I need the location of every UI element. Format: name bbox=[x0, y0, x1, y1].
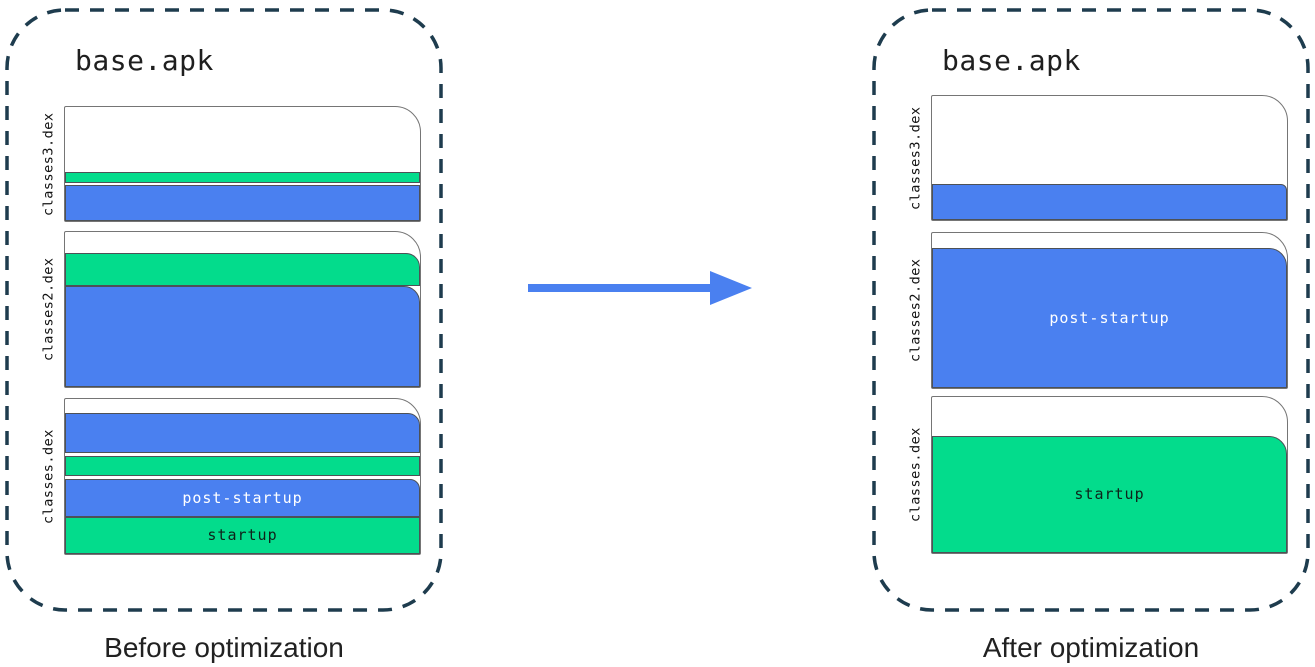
dex-page: post-startup bbox=[931, 232, 1288, 389]
after-caption: After optimization bbox=[982, 632, 1200, 663]
dashed-outline-icon bbox=[872, 8, 1310, 612]
blue-code-segment bbox=[932, 184, 1287, 220]
dex-file-classes2-dex: classes2.dex post-startup bbox=[900, 232, 1288, 389]
before-caption: Before optimization bbox=[104, 632, 344, 663]
green-code-segment: startup bbox=[65, 517, 420, 554]
blue-code-segment bbox=[65, 413, 420, 453]
green-code-segment bbox=[65, 172, 420, 183]
apk-title: base.apk bbox=[75, 44, 214, 77]
segment-label: startup bbox=[1074, 485, 1145, 503]
segment-label: startup bbox=[207, 526, 278, 544]
dex-file-classes2-dex: classes2.dex bbox=[33, 231, 421, 388]
dex-page bbox=[64, 231, 421, 388]
dashed-outline-icon bbox=[5, 8, 443, 612]
green-code-segment bbox=[65, 253, 420, 286]
segment-label: post-startup bbox=[182, 488, 303, 507]
dex-file-classes-dex: classes.dex startup bbox=[900, 396, 1288, 554]
after-panel: base.apk classes3.dex classes2.dex post-st… bbox=[872, 8, 1310, 612]
dex-file-classes-dex: classes.dex post-startup startup bbox=[33, 398, 421, 555]
apk-title: base.apk bbox=[942, 44, 1081, 77]
dex-file-name: classes.dex bbox=[40, 429, 57, 524]
dex-page bbox=[64, 106, 421, 222]
right-arrow-icon bbox=[528, 271, 752, 305]
segment-label: post-startup bbox=[1049, 308, 1170, 327]
dex-file-name: classes2.dex bbox=[40, 257, 57, 362]
dex-file-classes3-dex: classes3.dex bbox=[900, 95, 1288, 221]
blue-code-segment bbox=[65, 286, 420, 387]
dex-file-name: classes3.dex bbox=[40, 112, 57, 216]
blue-code-segment: post-startup bbox=[932, 248, 1287, 388]
blue-code-segment bbox=[65, 185, 420, 221]
dex-file-name: classes.dex bbox=[907, 427, 924, 523]
dex-file-list: classes3.dex classes2.dex classes.dex post-… bbox=[5, 8, 443, 612]
dex-page: post-startup startup bbox=[64, 398, 421, 555]
green-code-segment bbox=[65, 456, 420, 476]
dex-page bbox=[931, 95, 1288, 221]
green-code-segment: startup bbox=[932, 436, 1287, 553]
dex-file-name: classes3.dex bbox=[907, 106, 924, 210]
dex-file-classes3-dex: classes3.dex bbox=[33, 106, 421, 222]
blue-code-segment: post-startup bbox=[65, 479, 420, 517]
dex-page: startup bbox=[931, 396, 1288, 554]
dex-file-name: classes2.dex bbox=[907, 258, 924, 363]
